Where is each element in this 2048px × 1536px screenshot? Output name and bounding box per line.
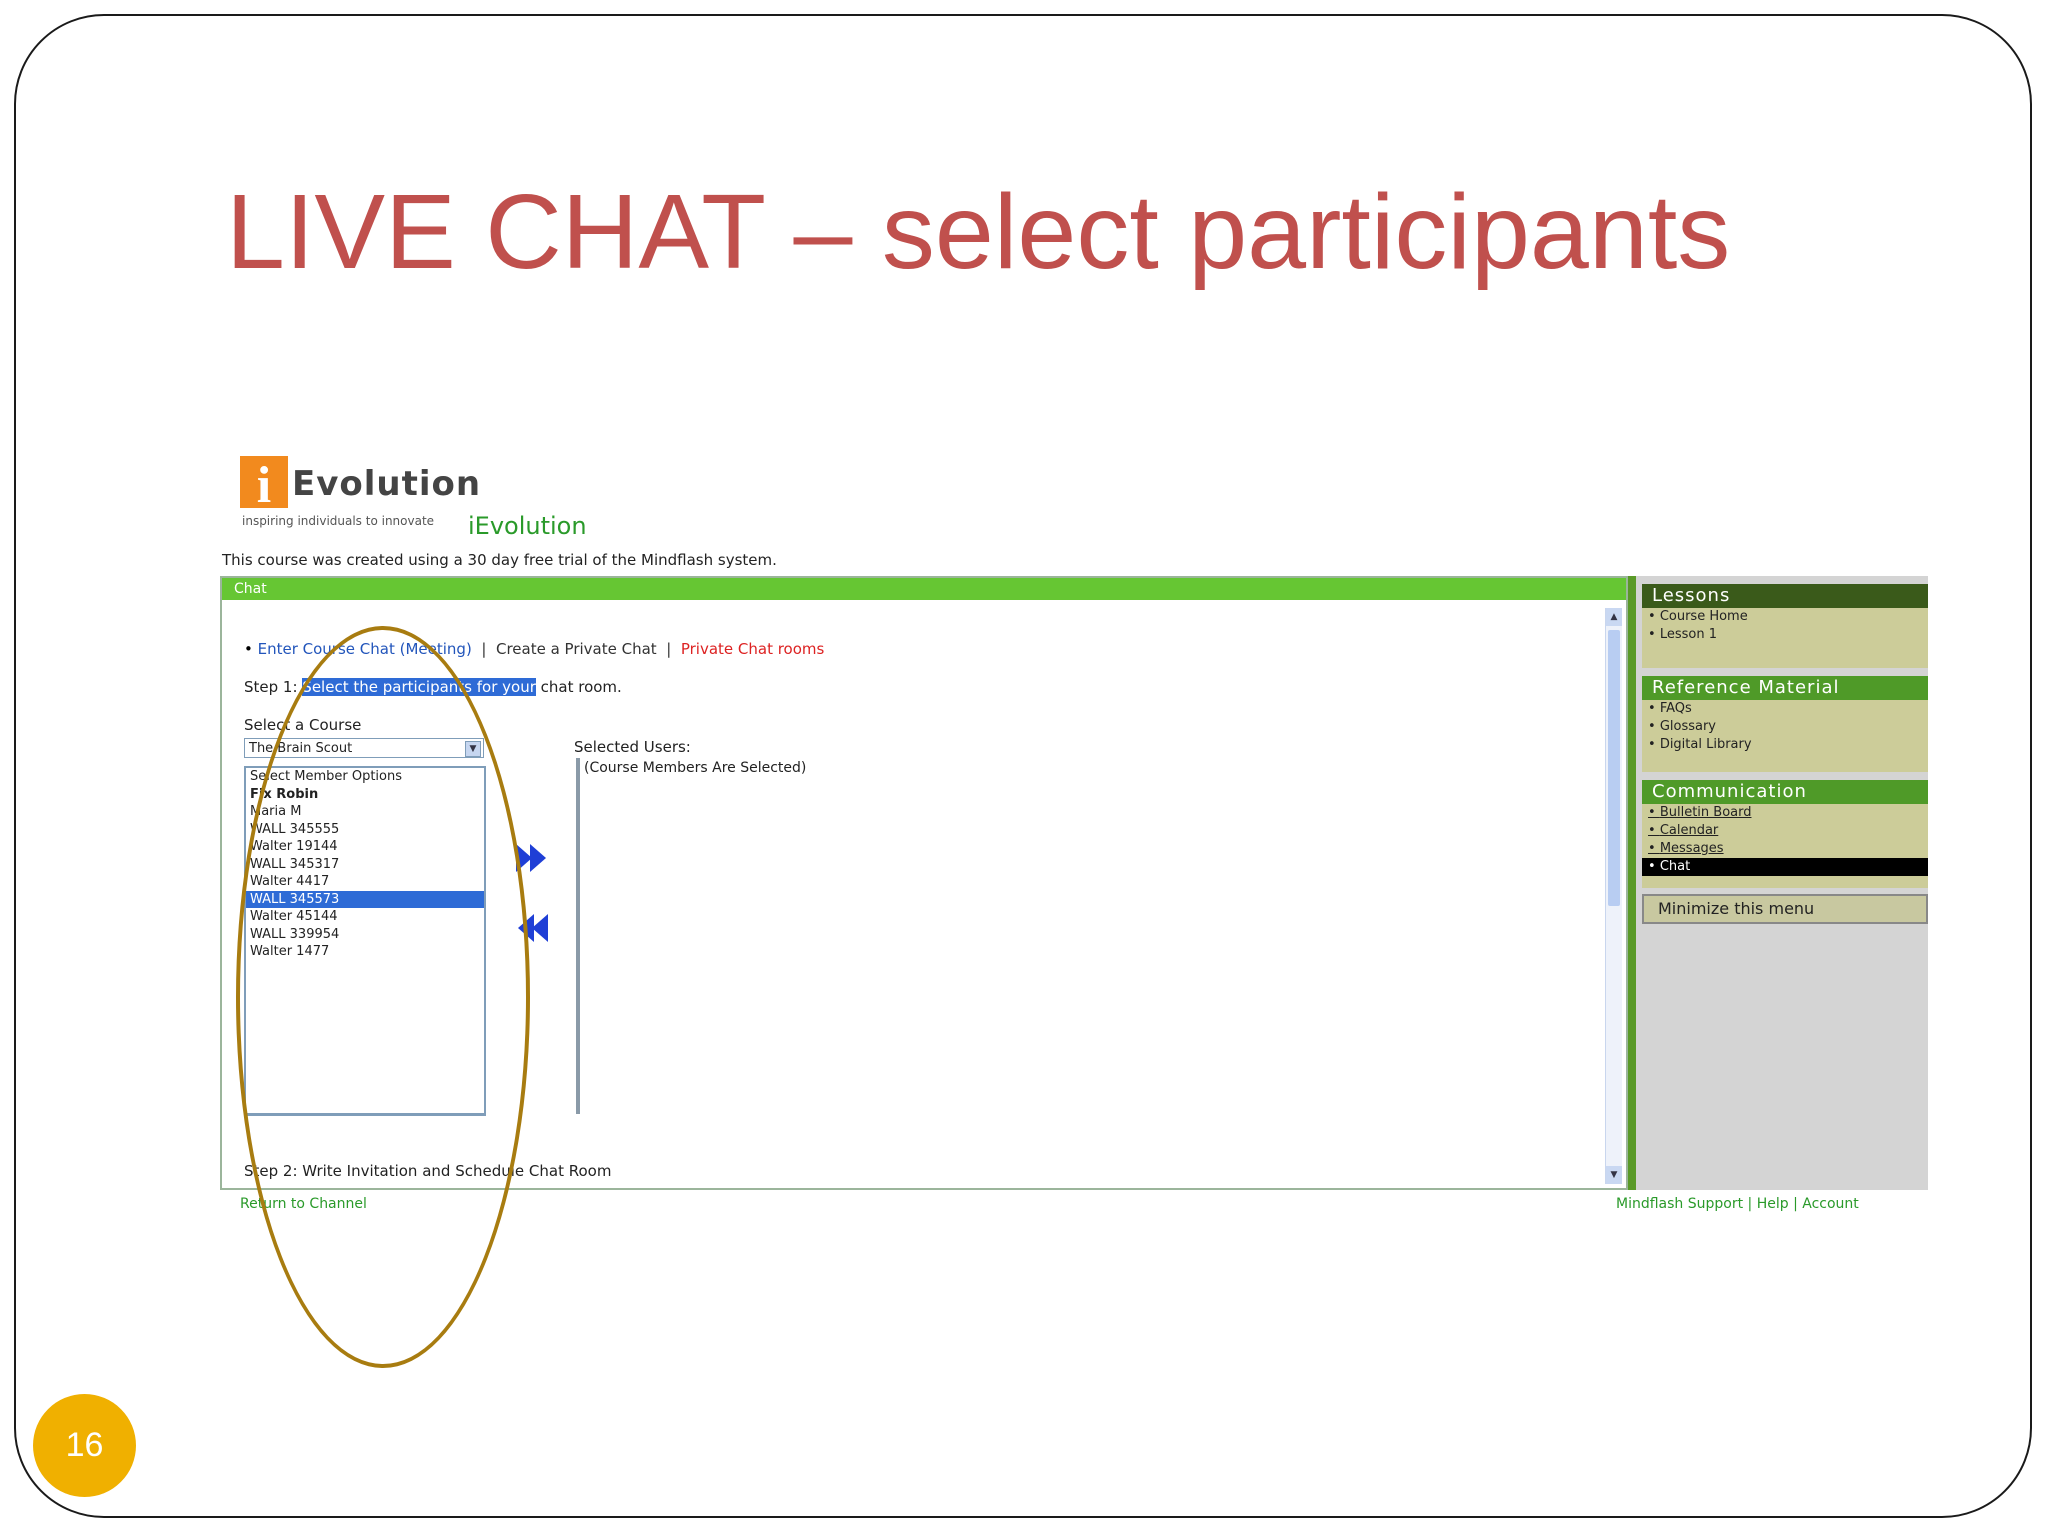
scroll-up-icon[interactable]: ▲	[1606, 608, 1622, 626]
sidebar-lessons-title: Lessons	[1642, 584, 1928, 608]
sidebar-item-lesson-1[interactable]: • Lesson 1	[1648, 627, 1717, 642]
sidebar-item-glossary[interactable]: • Glossary	[1648, 719, 1717, 734]
nav-separator: |	[481, 640, 487, 658]
create-private-chat-link[interactable]: Create a Private Chat	[495, 640, 657, 658]
sidebar-item-bulletin-board[interactable]: • Bulletin Board	[1648, 805, 1752, 820]
step1-prefix: Step 1:	[244, 678, 303, 696]
logo-mark	[240, 456, 288, 508]
sidebar-item-digital-library[interactable]: • Digital Library	[1648, 737, 1752, 752]
selected-users-note: (Course Members Are Selected)	[584, 760, 807, 776]
support-links[interactable]: Mindflash Support | Help | Account	[1616, 1196, 1859, 1212]
logo-word: Evolution	[292, 464, 482, 504]
minimize-menu-button[interactable]: Minimize this menu	[1642, 894, 1928, 924]
sidebar-item-messages[interactable]: • Messages	[1648, 841, 1724, 856]
step1-suffix: chat room.	[535, 678, 622, 696]
sidebar-reference-title: Reference Material	[1642, 676, 1928, 700]
sidebar-item-faqs[interactable]: • FAQs	[1648, 701, 1692, 716]
chat-panel-header: Chat	[222, 578, 1626, 600]
nav-separator: |	[666, 640, 672, 658]
course-sidebar: Lessons • Course Home • Lesson 1 Referen…	[1628, 576, 1928, 1190]
page-number-badge: 16	[33, 1394, 136, 1497]
sidebar-lessons: Lessons • Course Home • Lesson 1	[1642, 584, 1928, 668]
panel-scrollbar[interactable]: ▲ ▼	[1605, 608, 1622, 1184]
selected-users-list[interactable]	[576, 758, 580, 1114]
trial-note: This course was created using a 30 day f…	[222, 551, 777, 569]
callout-ellipse	[236, 626, 530, 1368]
scroll-thumb[interactable]	[1608, 630, 1620, 906]
logo-tagline: inspiring individuals to innovate	[242, 514, 435, 528]
bullet-icon: •	[244, 640, 258, 658]
brand-name: iEvolution	[468, 512, 587, 540]
sidebar-reference: Reference Material • FAQs • Glossary • D…	[1642, 676, 1928, 772]
sidebar-communication: Communication • Bulletin Board • Calenda…	[1642, 780, 1928, 888]
sidebar-communication-title: Communication	[1642, 780, 1928, 804]
scroll-down-icon[interactable]: ▼	[1606, 1166, 1622, 1184]
sidebar-item-course-home[interactable]: • Course Home	[1648, 609, 1748, 624]
private-chat-rooms-link[interactable]: Private Chat rooms	[680, 640, 825, 658]
selected-users-label: Selected Users:	[574, 738, 691, 756]
sidebar-item-chat[interactable]: • Chat	[1642, 858, 1928, 876]
slide-title: LIVE CHAT – select participants	[226, 173, 1731, 291]
logo-i: i	[256, 457, 272, 514]
sidebar-item-calendar[interactable]: • Calendar	[1648, 823, 1719, 838]
